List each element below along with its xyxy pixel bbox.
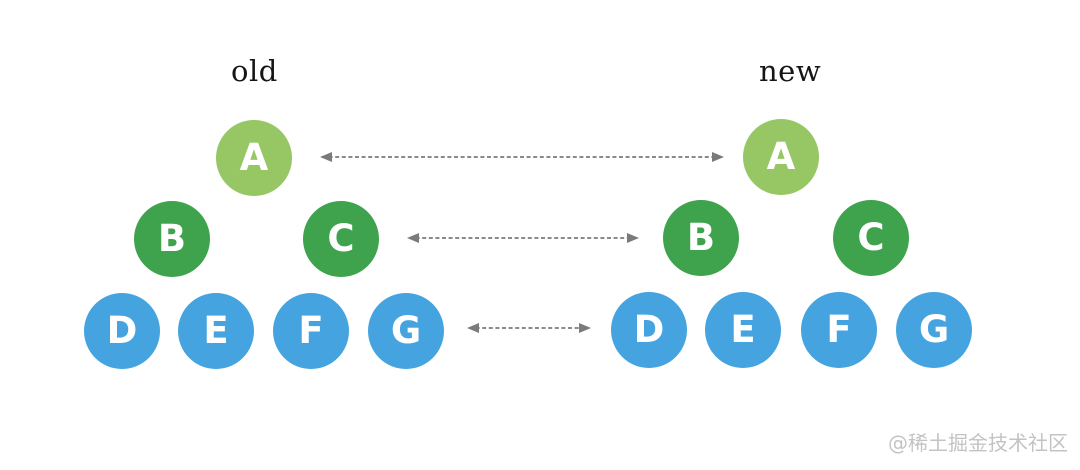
tree-node-new-B: B bbox=[663, 200, 739, 276]
tree-node-new-A: A bbox=[743, 119, 819, 195]
tree-node-old-D: D bbox=[84, 293, 160, 369]
tree-node-new-C: C bbox=[833, 200, 909, 276]
old-tree-label: old bbox=[231, 54, 278, 88]
tree-node-new-F: F bbox=[801, 292, 877, 368]
tree-node-old-E: E bbox=[178, 293, 254, 369]
tree-node-new-G: G bbox=[896, 292, 972, 368]
tree-node-old-B: B bbox=[134, 201, 210, 277]
tree-node-old-G: G bbox=[368, 293, 444, 369]
tree-node-new-D: D bbox=[611, 292, 687, 368]
tree-node-old-A: A bbox=[216, 120, 292, 196]
tree-node-new-E: E bbox=[705, 292, 781, 368]
watermark: @稀土掘金技术社区 bbox=[888, 431, 1068, 455]
tree-node-old-F: F bbox=[273, 293, 349, 369]
new-tree-label: new bbox=[759, 54, 822, 88]
tree-node-old-C: C bbox=[303, 201, 379, 277]
